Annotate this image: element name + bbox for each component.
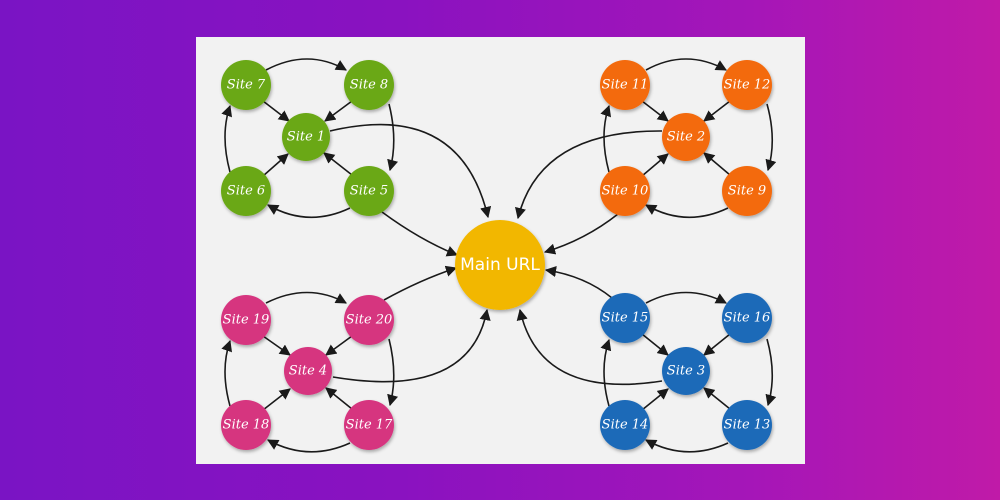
edge-pink-4-to-main — [332, 308, 491, 383]
edge-orange-10-to-2 — [641, 153, 669, 177]
edge-pink-18-to-4 — [262, 388, 291, 411]
edge-orange-9-to-10 — [645, 204, 729, 219]
edge-pink-20-to-17 — [387, 338, 399, 407]
node-site-6-label: Site 6 — [227, 184, 265, 199]
edge-green-1-to-main — [329, 123, 492, 219]
edge-blue-13-to-3 — [703, 387, 731, 410]
edge-green-7-to-1 — [262, 100, 290, 122]
main-url-circle — [455, 220, 545, 310]
node-site-9-label: Site 9 — [728, 184, 766, 199]
node-site-19 — [221, 295, 271, 345]
node-site-11-label: Site 11 — [602, 78, 649, 93]
edges-layer — [221, 58, 777, 453]
edge-pink-17-to-18 — [267, 439, 351, 453]
edge-pink-17-to-4 — [325, 387, 353, 410]
edge-orange-9-to-2 — [703, 152, 731, 176]
node-site-13 — [722, 400, 772, 450]
node-site-16 — [722, 293, 772, 343]
edge-orange-10-to-main — [543, 213, 619, 255]
edge-green-5-to-6 — [267, 204, 351, 219]
node-site-4-label: Site 4 — [289, 364, 327, 379]
edge-blue-14-to-3 — [641, 388, 669, 411]
edge-green-7-to-8 — [265, 58, 347, 71]
edge-orange-10-to-11 — [600, 104, 612, 173]
node-site-5 — [344, 166, 394, 216]
main-url-label: Main URL — [460, 255, 540, 275]
edge-blue-16-to-13 — [765, 338, 777, 407]
node-site-1 — [282, 113, 330, 161]
node-site-1-label: Site 1 — [287, 130, 325, 145]
node-site-9 — [722, 166, 772, 216]
edge-orange-11-to-12 — [645, 58, 727, 71]
node-site-8-label: Site 8 — [350, 78, 388, 93]
group-pink: Site 4 Site 19 Site 20 Site 18 Site 17 — [221, 295, 394, 450]
node-site-7 — [221, 60, 271, 110]
edge-pink-20-to-main — [383, 265, 458, 301]
group-green: Site 1 Site 7 Site 8 Site 6 Site 5 — [221, 60, 394, 216]
edge-pink-19-to-4 — [262, 335, 291, 356]
node-site-2-label: Site 2 — [667, 130, 705, 145]
edge-blue-15-to-main — [544, 266, 613, 299]
node-site-4 — [284, 347, 332, 395]
edge-orange-11-to-2 — [641, 100, 669, 122]
node-site-15-label: Site 15 — [602, 311, 649, 326]
node-site-18 — [221, 400, 271, 450]
edge-blue-13-to-14 — [645, 439, 729, 453]
edge-blue-16-to-3 — [703, 333, 731, 356]
node-site-7-label: Site 7 — [227, 78, 266, 93]
node-site-6 — [221, 166, 271, 216]
edge-blue-15-to-3 — [641, 333, 669, 356]
node-site-16-label: Site 16 — [724, 311, 771, 326]
node-site-10 — [600, 166, 650, 216]
node-site-20 — [344, 295, 394, 345]
edge-green-8-to-1 — [324, 100, 353, 122]
edge-blue-3-to-main — [516, 308, 663, 386]
node-site-2 — [662, 113, 710, 161]
group-orange: Site 2 Site 11 Site 12 Site 10 Site 9 — [600, 60, 772, 216]
node-site-3-label: Site 3 — [667, 364, 705, 379]
edge-orange-12-to-9 — [765, 103, 777, 172]
edge-green-6-to-7 — [221, 104, 233, 173]
edge-green-8-to-5 — [387, 103, 399, 172]
node-site-14-label: Site 14 — [602, 418, 649, 433]
node-site-10-label: Site 10 — [602, 184, 649, 199]
edge-pink-18-to-19 — [221, 339, 233, 407]
node-site-17-label: Site 17 — [346, 418, 393, 433]
node-site-20-label: Site 20 — [346, 313, 393, 328]
edge-green-6-to-1 — [262, 153, 289, 177]
edge-green-5-to-main — [381, 211, 459, 257]
node-site-14 — [600, 400, 650, 450]
edge-pink-19-to-20 — [265, 291, 347, 304]
edge-pink-20-to-4 — [325, 335, 353, 356]
edge-blue-15-to-16 — [645, 291, 727, 304]
node-site-5-label: Site 5 — [350, 184, 388, 199]
node-site-13-label: Site 13 — [724, 418, 771, 433]
main-url-node: Main URL — [455, 220, 545, 310]
node-site-3 — [662, 347, 710, 395]
node-site-17 — [344, 400, 394, 450]
group-blue: Site 3 Site 15 Site 16 Site 14 Site 13 — [600, 293, 772, 450]
node-site-11 — [600, 60, 650, 110]
edge-blue-14-to-15 — [600, 338, 612, 407]
node-site-12-label: Site 12 — [724, 78, 771, 93]
node-site-15 — [600, 293, 650, 343]
node-site-19-label: Site 19 — [223, 313, 270, 328]
node-site-12 — [722, 60, 772, 110]
edge-orange-2-to-main — [515, 130, 663, 220]
node-site-18-label: Site 18 — [223, 418, 270, 433]
edge-orange-12-to-2 — [703, 100, 731, 122]
node-site-8 — [344, 60, 394, 110]
edge-green-5-to-1 — [323, 152, 353, 176]
